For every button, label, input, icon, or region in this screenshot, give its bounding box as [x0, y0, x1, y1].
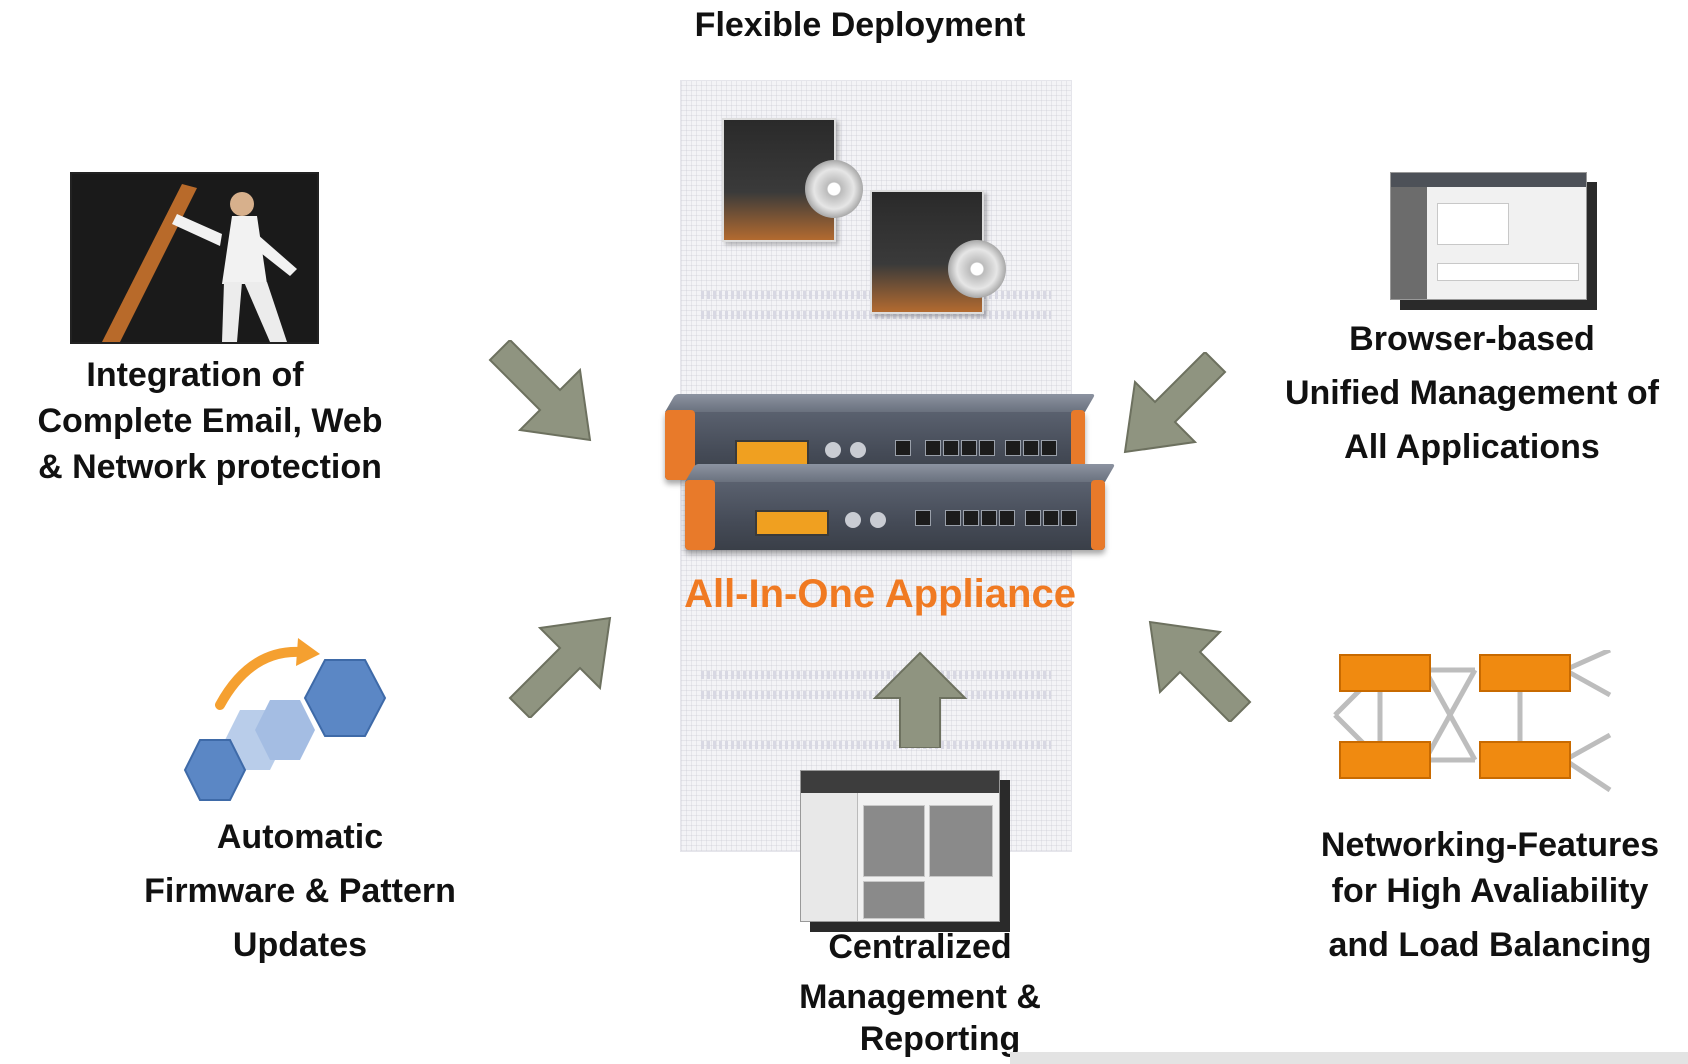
- automatic-updates-label: Automatic Firmware & Pattern Updates: [80, 810, 520, 972]
- label-line: Browser-based: [1349, 320, 1595, 358]
- label-line: Networking-Features: [1320, 826, 1660, 864]
- arrow-icon: [1123, 352, 1227, 454]
- rack-slot: [701, 311, 1051, 319]
- button-knob: [845, 512, 861, 528]
- disc-icon: [805, 160, 863, 218]
- label-line: and Load Balancing: [1328, 926, 1652, 964]
- label-line: Unified Management of: [1284, 374, 1660, 412]
- label-line: Integration of: [86, 356, 304, 394]
- appliance-top-surface: [665, 394, 1096, 412]
- network-port: [915, 510, 931, 526]
- network-port: [1061, 510, 1077, 526]
- arrow-icon: [1148, 620, 1252, 722]
- network-port: [981, 510, 997, 526]
- button-knob: [850, 442, 866, 458]
- network-port: [925, 440, 941, 456]
- arrow-icon: [488, 340, 592, 442]
- screenshot-pane: [863, 881, 925, 919]
- screenshot-pane: [863, 805, 925, 877]
- network-port: [895, 440, 911, 456]
- arrow-icon: [508, 616, 612, 718]
- integration-label: Integration of Complete Email, Web & Net…: [0, 352, 420, 490]
- network-topology-icon: [1330, 647, 1650, 810]
- button-knob: [870, 512, 886, 528]
- label-line: & Network protection: [38, 448, 382, 486]
- screenshot-titlebar: [1391, 173, 1586, 187]
- network-port: [943, 440, 959, 456]
- network-port: [945, 510, 961, 526]
- rack-slot: [701, 671, 1051, 679]
- label-line: Centralized: [828, 928, 1012, 966]
- label-line: Firmware & Pattern: [144, 872, 456, 910]
- disc-icon: [948, 240, 1006, 298]
- arrow-icon: [872, 651, 968, 748]
- rack-ear: [1091, 480, 1105, 550]
- appliance-top-surface: [685, 464, 1116, 482]
- centralized-management-screenshot: [800, 770, 1000, 922]
- screenshot-pane: [1437, 263, 1579, 281]
- browser-management-screenshot: [1390, 172, 1587, 300]
- bottom-edge-bar: [1010, 1052, 1688, 1064]
- title-text: Flexible Deployment: [694, 6, 1026, 44]
- screenshot-pane: [929, 805, 993, 877]
- network-port: [1043, 510, 1059, 526]
- button-knob: [825, 442, 841, 458]
- screenshot-sidebar: [801, 793, 858, 921]
- label-line: Management &: [799, 978, 1041, 1016]
- screenshot-pane: [1437, 203, 1509, 245]
- label-line: All Applications: [1344, 428, 1600, 466]
- network-port: [963, 510, 979, 526]
- network-port: [999, 510, 1015, 526]
- rack-ear: [1071, 410, 1085, 480]
- browser-management-label: Browser-based Unified Management of All …: [1262, 312, 1682, 474]
- label-line: Reporting: [859, 1020, 1021, 1058]
- label-line: Automatic: [216, 818, 384, 856]
- rack-ear: [665, 410, 695, 480]
- karate-photo: [70, 172, 319, 344]
- network-port: [1023, 440, 1039, 456]
- rack-slot: [701, 691, 1051, 699]
- label-line: Updates: [232, 926, 368, 964]
- label-line: for High Avaliability: [1331, 872, 1649, 910]
- all-in-one-appliance-title: All-In-One Appliance: [684, 572, 1076, 616]
- flexible-deployment-title: Flexible Deployment: [650, 6, 1070, 45]
- centralized-management-label: Centralized Management & Reporting: [740, 922, 1100, 1056]
- network-port: [1005, 440, 1021, 456]
- appliance-unit-bottom: [685, 464, 1116, 550]
- hexagon-update-icon: [180, 630, 420, 810]
- network-port: [961, 440, 977, 456]
- networking-features-label: Networking-Features for High Avaliabilit…: [1280, 822, 1688, 968]
- lcd-display: [735, 440, 809, 466]
- label-line: Complete Email, Web: [37, 402, 383, 440]
- rack-slot: [701, 741, 1051, 749]
- network-port: [1025, 510, 1041, 526]
- rack-ear: [685, 480, 715, 550]
- network-port: [979, 440, 995, 456]
- screenshot-titlebar: [801, 771, 999, 793]
- network-port: [1041, 440, 1057, 456]
- screenshot-sidebar: [1391, 187, 1427, 299]
- lcd-display: [755, 510, 829, 536]
